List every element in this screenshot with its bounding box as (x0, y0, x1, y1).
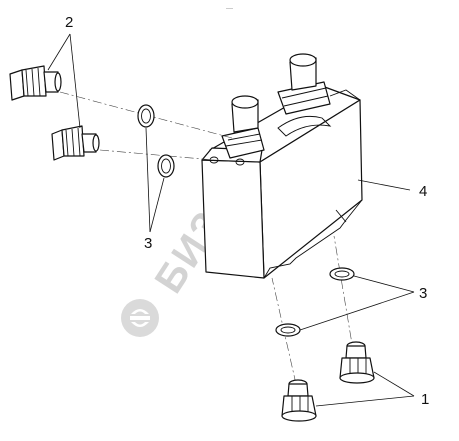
washer-right-1 (329, 267, 355, 281)
valve-block-side-boss (329, 89, 361, 223)
valve-stem-right (277, 53, 331, 115)
fitting-upper-2 (51, 125, 100, 161)
bizon-logo-icon (121, 299, 159, 337)
valve-block-front-face (201, 159, 265, 279)
callout-2: 2 (65, 14, 73, 31)
washer-right-2 (275, 323, 301, 337)
fitting-lower-1 (281, 379, 317, 422)
callout-4: 4 (419, 183, 427, 200)
front-port-2 (235, 158, 245, 166)
valve-block (201, 53, 363, 279)
valve-block-bottom-step (263, 199, 363, 279)
corner-mark: — (226, 5, 233, 12)
front-port-1 (209, 156, 219, 164)
fitting-lower-2 (339, 341, 375, 384)
washer-left-1 (137, 104, 155, 128)
washer-left-2 (157, 154, 175, 178)
callout-3-left: 3 (144, 235, 152, 252)
callout-1: 1 (421, 391, 429, 408)
callout-3-right: 3 (419, 285, 427, 302)
valve-stem-left (221, 95, 265, 159)
leader-lines (47, 33, 415, 407)
valve-block-top-slot (277, 115, 332, 137)
fitting-upper-1 (9, 65, 62, 101)
